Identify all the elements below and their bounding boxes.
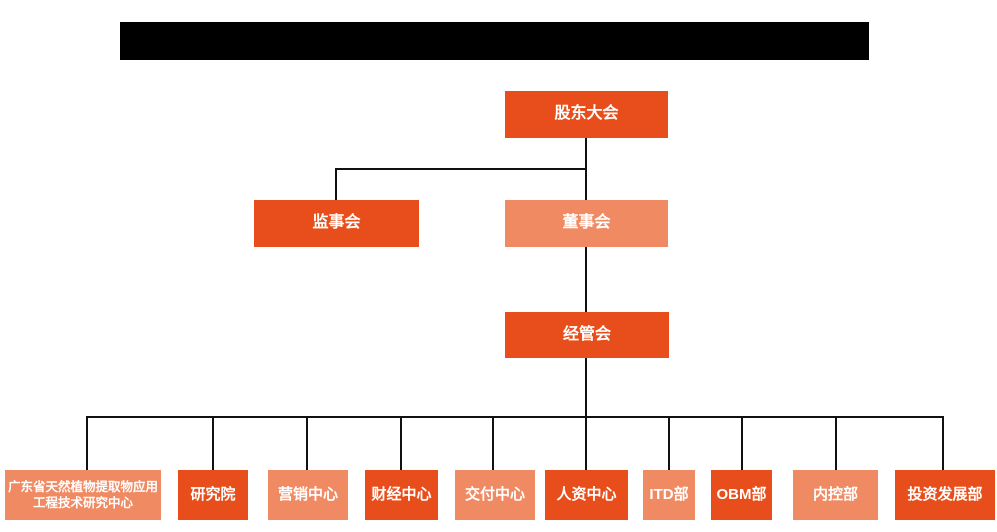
dept-internal-control: 内控部 xyxy=(793,470,878,520)
connector-management-to-bus xyxy=(585,358,587,470)
connector-supervisory-drop xyxy=(335,168,337,200)
dept-finance-center: 财经中心 xyxy=(365,470,438,520)
connector-department-bus xyxy=(86,416,944,418)
connector-drop-itd xyxy=(668,416,670,470)
redacted-title-bar xyxy=(120,22,869,60)
connector-drop-research-institute xyxy=(212,416,214,470)
dept-marketing-center: 营销中心 xyxy=(268,470,348,520)
connector-drop-delivery-center xyxy=(492,416,494,470)
dept-obm: OBM部 xyxy=(711,470,772,520)
connector-drop-marketing-center xyxy=(306,416,308,470)
connector-drop-obm xyxy=(741,416,743,470)
dept-delivery-center: 交付中心 xyxy=(455,470,535,520)
dept-itd: ITD部 xyxy=(643,470,695,520)
connector-top-branch xyxy=(335,168,587,170)
connector-drop-finance-center xyxy=(400,416,402,470)
node-board-of-directors: 董事会 xyxy=(505,200,668,247)
dept-research-center: 广东省天然植物提取物应用工程技术研究中心 xyxy=(5,470,161,520)
node-shareholders-meeting: 股东大会 xyxy=(505,91,668,138)
node-management-committee: 经管会 xyxy=(505,312,669,358)
connector-drop-investment-development xyxy=(942,416,944,470)
connector-board-to-management xyxy=(585,247,587,312)
dept-research-institute: 研究院 xyxy=(178,470,248,520)
dept-hr-center: 人资中心 xyxy=(545,470,628,520)
connector-drop-internal-control xyxy=(835,416,837,470)
connector-drop-research-center xyxy=(86,416,88,470)
node-supervisory-board: 监事会 xyxy=(254,200,419,247)
dept-investment-development: 投资发展部 xyxy=(895,470,995,520)
